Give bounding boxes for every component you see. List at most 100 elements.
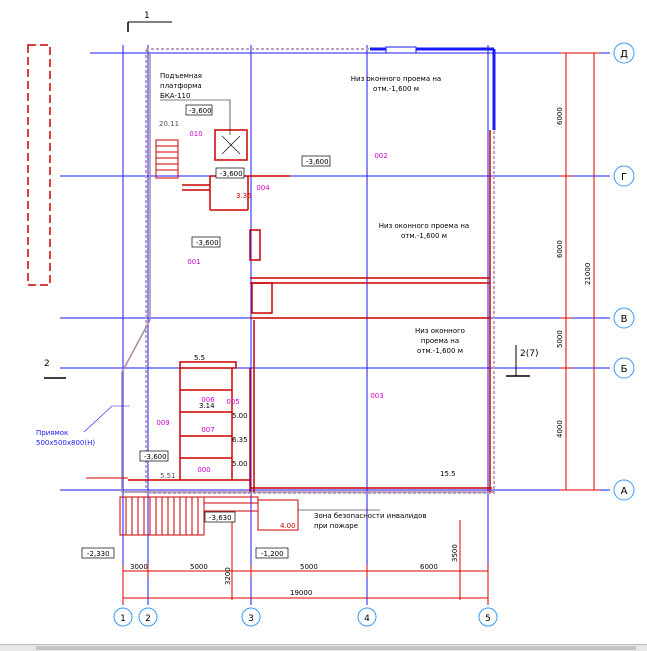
svg-text:В: В [621,314,628,325]
svg-text:Зона безопасности инвалидов: Зона безопасности инвалидов [314,512,427,520]
level-mark-6: -3,630 [209,514,232,522]
room-numbers: 010 002 004 001 003 009 005 006 007 000 [156,130,387,474]
svg-text:Подъемная: Подъемная [160,72,202,80]
svg-text:3.35: 3.35 [236,192,252,200]
axis-col-2 [138,607,158,627]
svg-text:5.51: 5.51 [160,472,176,480]
level-marks: -3,600 -3,600 -3,600 -3,600 -3,600 -3,63… [81,104,331,559]
window-note-3: Низ оконного проема на отм.-1,600 м [415,327,465,355]
axis-col-1 [113,607,133,627]
left-section-box [27,44,51,286]
svg-text:при пожаре: при пожаре [314,522,358,530]
svg-text:БКА-110: БКА-110 [160,92,190,100]
room-002: 002 [374,152,387,160]
axis-row-d [613,42,635,64]
svg-text:4.00: 4.00 [280,522,296,530]
level-mark-1: -3,600 [189,107,212,115]
level-mark-4: -3,600 [196,239,219,247]
axis-col-4 [357,607,377,627]
svg-text:А: А [621,486,628,497]
level-mark-7: -2,330 [87,550,110,558]
svg-text:отм.-1,600 м: отм.-1,600 м [401,232,447,240]
section-marker-top: 1 [127,11,172,32]
level-mark-8: -1,200 [261,550,284,558]
horizontal-scrollbar[interactable] [0,644,647,651]
window-note-2: Низ оконного проема на отм.-1,600 м [379,222,469,240]
svg-text:5000: 5000 [556,330,564,348]
room-006: 006 [201,396,215,404]
axis-row-b [613,357,635,379]
svg-text:5: 5 [485,614,491,624]
level-mark-3: -3,600 [220,170,243,178]
svg-text:5.00: 5.00 [232,460,248,468]
room-010: 010 [189,130,202,138]
building-outline [121,46,496,494]
section-marker-right: 2(7) [506,345,538,377]
section-label-top: 1 [144,11,150,21]
row-axis-markers [613,42,635,501]
room-003: 003 [370,392,383,400]
svg-text:6000: 6000 [420,563,438,571]
room-007: 007 [201,426,214,434]
right-dimensions [560,52,600,491]
pit-note: Приямок 500x500x800(Н) [36,405,130,479]
window-note-1: Низ оконного проема на отм.-1,600 м [351,75,441,93]
svg-text:Низ оконного проема на: Низ оконного проема на [351,75,441,83]
svg-text:20.11: 20.11 [159,120,179,128]
axis-row-a [613,479,635,501]
row-axis-labels: Д Г В Б А [620,49,628,497]
bottom-dimensions [122,520,489,604]
svg-text:4000: 4000 [556,420,564,438]
section-marker-left: 2 [44,359,66,379]
right-dimension-labels: 6000 6000 5000 4000 21000 [556,107,592,438]
area-values: 20.11 3.35 5.51 4.00 6.35 5.00 15.5 3.14… [159,120,456,530]
room-005: 005 [226,398,239,406]
scrollbar-thumb[interactable] [36,646,636,650]
axis-col-5 [478,607,498,627]
svg-text:4: 4 [364,614,370,624]
column-axis-markers [113,607,498,627]
svg-text:6000: 6000 [556,107,564,125]
svg-text:отм.-1,600 м: отм.-1,600 м [373,85,419,93]
svg-text:15.5: 15.5 [440,470,456,478]
platform-note: Подъемная платформа БКА-110 [160,72,231,135]
svg-text:500x500x800(Н): 500x500x800(Н) [36,439,95,447]
svg-text:Приямок: Приямок [36,429,68,437]
svg-text:Г: Г [621,172,627,183]
level-mark-5: -3,600 [144,453,167,461]
svg-text:проема на: проема на [421,337,459,345]
entrance-stairs [119,496,299,536]
svg-text:2: 2 [145,614,151,624]
svg-text:3500: 3500 [451,544,459,562]
svg-text:1: 1 [120,614,126,624]
svg-text:19000: 19000 [290,589,312,597]
room-000: 000 [197,466,210,474]
svg-text:5.00: 5.00 [232,412,248,420]
svg-text:6.35: 6.35 [232,436,248,444]
interior-walls [128,129,492,492]
svg-text:Б: Б [621,364,628,375]
lift-shaft [221,135,241,155]
safety-zone-note: Зона безопасности инвалидов при пожаре [298,509,427,530]
svg-text:21000: 21000 [584,263,592,285]
axis-row-v [613,307,635,329]
svg-text:3: 3 [248,614,254,624]
column-axis-labels: 1 2 3 4 5 [120,614,491,624]
svg-text:6000: 6000 [556,240,564,258]
svg-text:5000: 5000 [190,563,208,571]
room-009: 009 [156,419,169,427]
room-001: 001 [187,258,200,266]
stairs-top [155,139,179,179]
svg-text:3.14: 3.14 [199,402,215,410]
svg-text:отм.-1,600 м: отм.-1,600 м [417,347,463,355]
section-label-left: 2 [44,359,50,369]
grid-lines [60,45,610,605]
axis-col-3 [241,607,261,627]
axis-row-g [613,165,635,187]
svg-text:Низ оконного проема на: Низ оконного проема на [379,222,469,230]
svg-text:Д: Д [620,49,628,60]
svg-text:5.5: 5.5 [194,354,205,362]
room-004: 004 [256,184,270,192]
section-label-right: 2(7) [520,349,538,359]
